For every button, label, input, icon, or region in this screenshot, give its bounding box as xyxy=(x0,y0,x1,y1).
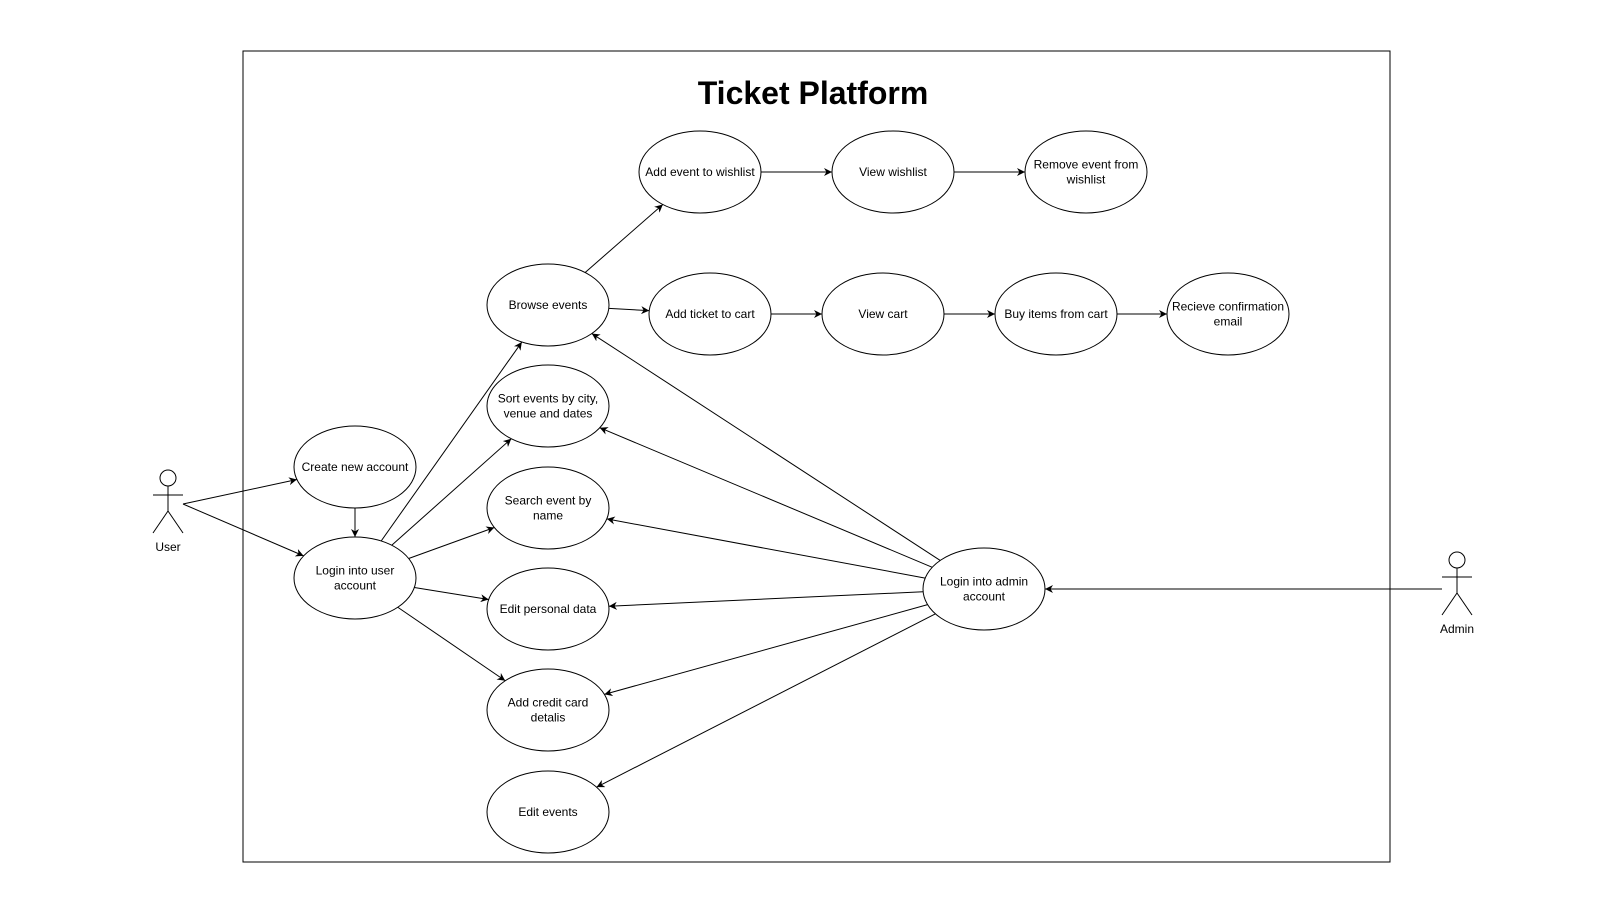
use-case-label: venue and dates xyxy=(504,407,593,421)
use-case-ellipse xyxy=(486,364,610,448)
edge-user-to-create-account xyxy=(182,477,298,505)
actor-user[interactable]: User xyxy=(152,469,184,554)
edge-login-admin-to-add-card xyxy=(604,604,928,697)
edges-layer xyxy=(182,168,1442,788)
use-case-ellipse xyxy=(293,425,417,509)
use-case-ellipse xyxy=(486,567,610,651)
use-case-ellipse xyxy=(293,536,417,620)
edge-login-admin-to-search-event xyxy=(606,516,926,579)
use-case-label: Create new account xyxy=(302,460,409,474)
use-case-browse-events[interactable]: Browse events xyxy=(486,263,610,347)
use-case-label: Add credit card xyxy=(508,696,589,710)
use-case-label: email xyxy=(1214,315,1243,329)
use-case-ellipse xyxy=(648,272,772,356)
use-case-ellipse xyxy=(1024,130,1148,214)
use-case-sort-events[interactable]: Sort events by city,venue and dates xyxy=(486,364,610,448)
use-case-ellipse xyxy=(638,130,762,214)
actor-head xyxy=(159,469,177,487)
use-case-label: Recieve confirmation xyxy=(1172,300,1284,314)
use-case-label: wishlist xyxy=(1066,173,1106,187)
use-case-label: View wishlist xyxy=(859,165,927,179)
edge-login-user-to-search-event xyxy=(408,526,495,559)
use-case-label: Remove event from xyxy=(1034,158,1139,172)
use-case-label: Add event to wishlist xyxy=(645,165,755,179)
use-case-create-account[interactable]: Create new account xyxy=(293,425,417,509)
use-case-view-wishlist[interactable]: View wishlist xyxy=(831,130,955,214)
actor-head xyxy=(1448,551,1466,569)
use-case-ellipse xyxy=(486,466,610,550)
use-case-label: Edit personal data xyxy=(500,602,597,616)
edge-user-to-login-user xyxy=(182,503,304,557)
actor-admin[interactable]: Admin xyxy=(1440,551,1474,636)
use-case-label: Add ticket to cart xyxy=(665,307,755,321)
use-case-ellipse xyxy=(1166,272,1290,356)
use-case-label: Buy items from cart xyxy=(1004,307,1108,321)
use-case-ellipse xyxy=(831,130,955,214)
actor-right-leg xyxy=(1456,592,1473,616)
edge-login-user-to-browse-events xyxy=(380,341,523,542)
use-case-buy-items[interactable]: Buy items from cart xyxy=(994,272,1118,356)
use-case-view-cart[interactable]: View cart xyxy=(821,272,945,356)
use-case-ellipse xyxy=(821,272,945,356)
use-case-label: View cart xyxy=(858,307,908,321)
use-case-label: Login into user xyxy=(316,564,395,578)
edge-login-user-to-edit-personal xyxy=(414,587,489,603)
actor-label: User xyxy=(155,540,180,554)
use-case-add-wishlist[interactable]: Add event to wishlist xyxy=(638,130,762,214)
edge-login-user-to-sort-events xyxy=(391,438,512,546)
use-case-edit-personal[interactable]: Edit personal data xyxy=(486,567,610,651)
use-case-label: account xyxy=(963,590,1006,604)
system-boundary xyxy=(242,50,1391,863)
actor-label: Admin xyxy=(1440,622,1474,636)
edge-login-admin-to-sort-events xyxy=(599,427,933,568)
use-case-label: detalis xyxy=(531,711,566,725)
edge-login-admin-to-edit-personal xyxy=(608,591,924,610)
use-case-label: Sort events by city, xyxy=(498,392,598,406)
edge-login-admin-to-edit-events xyxy=(596,613,936,788)
actor-left-leg xyxy=(1441,592,1458,616)
edge-login-user-to-add-card xyxy=(397,606,506,682)
use-case-ellipse xyxy=(486,263,610,347)
edge-browse-events-to-add-wishlist xyxy=(584,204,664,273)
use-case-label: Search event by xyxy=(505,494,592,508)
use-case-label: name xyxy=(533,509,563,523)
actor-right-leg xyxy=(167,510,184,534)
use-case-ellipse xyxy=(994,272,1118,356)
use-case-label: Browse events xyxy=(509,298,588,312)
edge-login-admin-to-browse-events xyxy=(591,333,941,561)
use-case-ellipse xyxy=(486,770,610,854)
diagram-title: Ticket Platform xyxy=(698,75,929,111)
use-case-edit-events[interactable]: Edit events xyxy=(486,770,610,854)
use-case-ellipse xyxy=(486,668,610,752)
use-case-label: account xyxy=(334,579,377,593)
use-case-label: Edit events xyxy=(518,805,577,819)
use-case-ellipse xyxy=(922,547,1046,631)
actor-left-leg xyxy=(152,510,169,534)
edge-browse-events-to-add-ticket xyxy=(608,306,650,315)
use-case-add-ticket[interactable]: Add ticket to cart xyxy=(648,272,772,356)
use-case-label: Login into admin xyxy=(940,575,1028,589)
